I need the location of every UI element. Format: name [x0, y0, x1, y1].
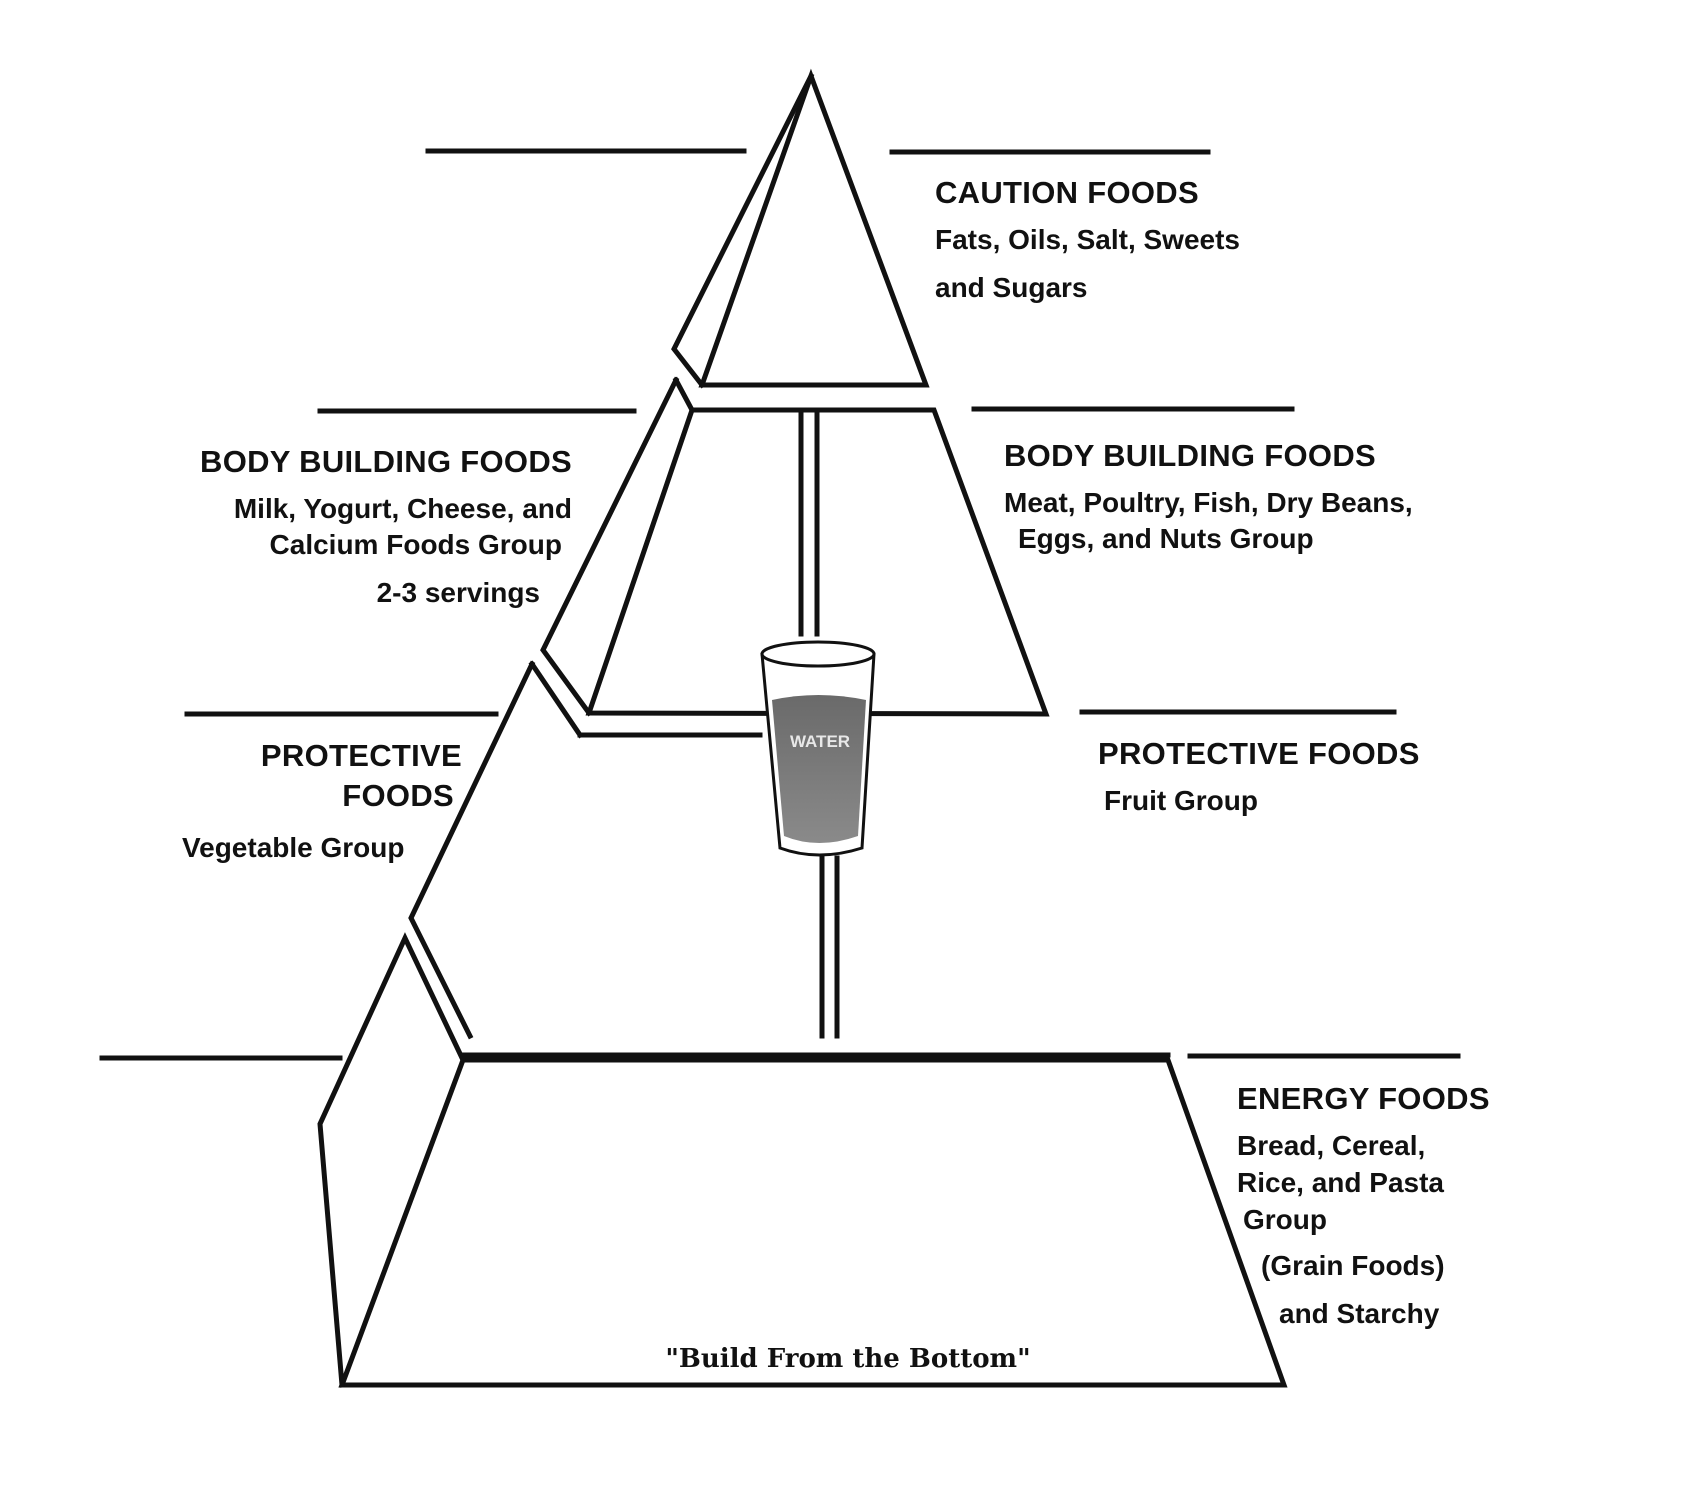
protective-vegetable-group: Vegetable Group — [182, 834, 405, 862]
caution-tier-side — [671, 72, 815, 389]
body-building-dairy-label: BODY BUILDING FOODS Milk, Yogurt, Cheese… — [170, 446, 572, 607]
body-building-dairy-line2: Calcium Foods Group — [269, 529, 562, 560]
body-building-tier-side — [672, 376, 696, 414]
energy-foods-line4: (Grain Foods) — [1261, 1250, 1445, 1281]
protective-vegetable-title-line2: FOODS — [342, 778, 454, 813]
caution-tier — [698, 68, 930, 388]
body-building-protein-label: BODY BUILDING FOODS Meat, Poultry, Fish,… — [1004, 440, 1413, 553]
energy-foods-line5: and Starchy — [1279, 1298, 1440, 1329]
energy-foods-line1: Bread, Cereal, — [1237, 1130, 1426, 1161]
body-building-dairy-title: BODY BUILDING FOODS — [200, 444, 572, 479]
caution-foods-label: CAUTION FOODS Fats, Oils, Salt, Sweets a… — [935, 177, 1240, 302]
protective-vegetable-label: PROTECTIVE FOODS — [180, 740, 462, 811]
body-building-side-face — [540, 376, 680, 717]
protective-fruit-label: PROTECTIVE FOODS Fruit Group — [1098, 738, 1420, 815]
protective-vegetable-line1: Vegetable Group — [182, 832, 405, 863]
energy-foods-label: ENERGY FOODS Bread, Cereal, Rice, and Pa… — [1237, 1083, 1490, 1328]
caution-foods-title: CAUTION FOODS — [935, 175, 1199, 210]
body-building-dairy-servings: 2-3 servings — [376, 577, 540, 608]
body-building-protein-line2: Eggs, and Nuts Group — [1018, 523, 1314, 554]
energy-foods-line3: Group — [1243, 1204, 1327, 1235]
energy-foods-line2: Rice, and Pasta — [1237, 1167, 1444, 1198]
motto-caption: "Build From the Bottom" — [665, 1344, 1031, 1374]
water-label: WATER — [790, 732, 850, 751]
body-building-protein-title: BODY BUILDING FOODS — [1004, 438, 1376, 473]
caution-foods-line2: and Sugars — [935, 272, 1088, 303]
energy-tier-side-face — [317, 932, 467, 1388]
protective-fruit-title: PROTECTIVE FOODS — [1098, 736, 1420, 771]
water-glass: WATER — [760, 640, 876, 857]
energy-foods-title: ENERGY FOODS — [1237, 1081, 1490, 1116]
protective-side-join — [528, 660, 584, 739]
protective-fruit-line1: Fruit Group — [1104, 785, 1258, 816]
energy-tier — [338, 1057, 1288, 1388]
caution-foods-line1: Fats, Oils, Salt, Sweets — [935, 224, 1241, 255]
protective-vegetable-title-line1: PROTECTIVE — [260, 738, 462, 773]
body-building-protein-line1: Meat, Poultry, Fish, Dry Beans, — [1004, 487, 1413, 518]
body-building-tier-outline — [585, 406, 1050, 717]
body-building-dairy-line1: Milk, Yogurt, Cheese, and — [233, 493, 572, 524]
protective-tier-side-face — [408, 660, 536, 1040]
